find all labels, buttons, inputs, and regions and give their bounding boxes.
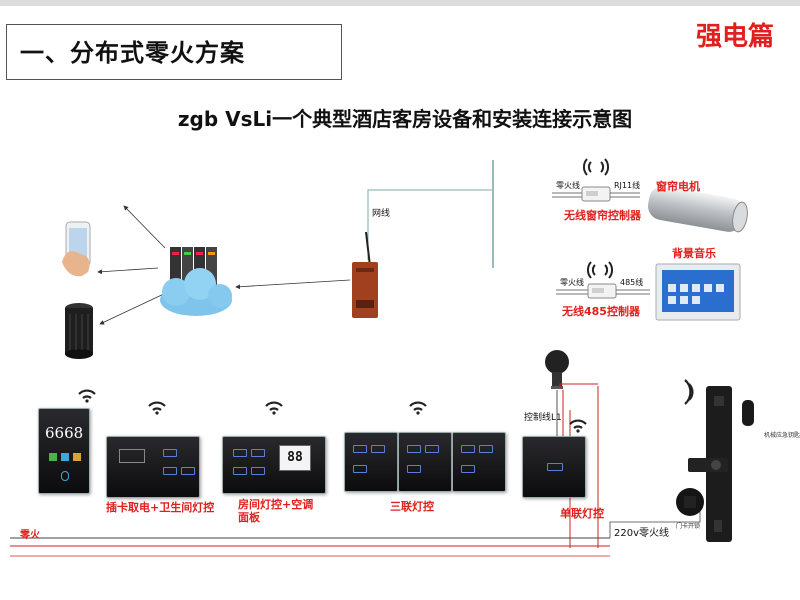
room-panel-button[interactable] — [233, 449, 247, 457]
background-music-label: 背景音乐 — [672, 247, 716, 260]
room-panel-wifi-icon — [265, 401, 283, 411]
lock-note-bottom: 门卡开锁 — [676, 523, 701, 530]
lock-wire-label: 220v零火线 — [614, 528, 670, 539]
curtain-cable-label: RJ11线 — [614, 181, 641, 190]
sign-indicator-blue — [61, 453, 69, 461]
doorbell-icon — [61, 471, 69, 481]
room-panel-button[interactable] — [251, 467, 265, 475]
curtain-motor-label: 窗帘电机 — [656, 180, 700, 193]
arrow-gateway-to-cloud — [235, 279, 351, 290]
room-panel-label: 房间灯控+空调面板 — [238, 498, 314, 524]
card-panel-button[interactable] — [181, 467, 195, 475]
sign-indicator-amber — [73, 453, 81, 461]
single-panel-label: 单联灯控 — [560, 507, 604, 520]
single-panel-wifi-icon — [569, 419, 587, 429]
card-panel-button[interactable] — [163, 467, 177, 475]
room-panel-button[interactable] — [251, 449, 265, 457]
curtain-wifi-icon — [583, 158, 609, 176]
smartphone-icon — [62, 221, 91, 277]
room-number: 6668 — [45, 424, 84, 442]
lock-wifi-icon — [684, 379, 694, 405]
card-panel-button[interactable] — [163, 449, 177, 457]
triple-button[interactable] — [407, 445, 421, 453]
network-cable-label: 网线 — [372, 209, 391, 219]
triple-button[interactable] — [461, 445, 475, 453]
triple-button[interactable] — [353, 465, 367, 473]
curtain-input-label: 零火线 — [556, 181, 580, 190]
room-ac-panel[interactable]: 88 — [222, 436, 326, 494]
section-title: 一、分布式零火方案 — [20, 39, 245, 67]
doorsign-wifi-icon — [78, 389, 96, 399]
category-tag: 强电篇 — [696, 22, 775, 52]
triple-button[interactable] — [353, 445, 367, 453]
light-bulb-icon — [545, 350, 569, 389]
sign-indicator-green — [49, 453, 57, 461]
triple-button[interactable] — [407, 465, 421, 473]
riser-to-bulb — [559, 383, 598, 388]
curtain-controller-label: 无线窗帘控制器 — [564, 209, 641, 222]
control-wire-label: 控制线L1 — [524, 413, 562, 423]
lock-note-top: 机械应急钥匙 — [764, 432, 800, 439]
arrow-cloud-to-speaker — [99, 291, 169, 325]
card-slot[interactable] — [119, 449, 145, 463]
bus-label: 零火 — [20, 530, 40, 541]
cloud-server-icon — [160, 247, 232, 316]
triple-panel-unit[interactable] — [398, 432, 452, 492]
485-input-label: 零火线 — [560, 278, 584, 287]
top-strip — [0, 0, 800, 6]
door-sign-panel: 6668 — [38, 408, 90, 494]
background-music-panel — [655, 263, 741, 321]
smart-speaker-icon — [65, 303, 93, 359]
network-cable — [367, 189, 492, 260]
room-panel-button[interactable] — [233, 467, 247, 475]
card-panel-wifi-icon — [148, 401, 166, 411]
card-panel-label: 插卡取电+卫生间灯控 — [106, 501, 215, 514]
single-light-panel[interactable] — [522, 436, 586, 498]
triple-panel-unit[interactable] — [452, 432, 506, 492]
diagram-title: zgb VsLi一个典型酒店客房设备和安装连接示意图 — [177, 107, 633, 131]
gateway-icon — [352, 231, 378, 318]
arrow-cloud-to-phone — [97, 267, 159, 275]
door-lock-icon — [676, 386, 754, 542]
arrow-cloud-to-up — [123, 205, 166, 249]
triple-button[interactable] — [371, 445, 385, 453]
triple-button[interactable] — [461, 465, 475, 473]
section-title-box — [6, 24, 342, 80]
lock-feed-wire — [609, 510, 701, 538]
curtain-motor-image — [647, 186, 748, 233]
triple-button[interactable] — [479, 445, 493, 453]
triple-panel-wifi-icon — [409, 401, 427, 411]
triple-button[interactable] — [425, 445, 439, 453]
triple-panel-label: 三联灯控 — [390, 500, 434, 513]
card-power-panel[interactable] — [106, 436, 200, 498]
ac-temperature-display: 88 — [279, 445, 311, 471]
485-cable-label: 485线 — [620, 278, 644, 287]
485-wifi-icon — [587, 261, 613, 279]
single-button[interactable] — [547, 463, 563, 471]
485-controller-label: 无线485控制器 — [562, 305, 640, 318]
triple-panel-unit[interactable] — [344, 432, 398, 492]
